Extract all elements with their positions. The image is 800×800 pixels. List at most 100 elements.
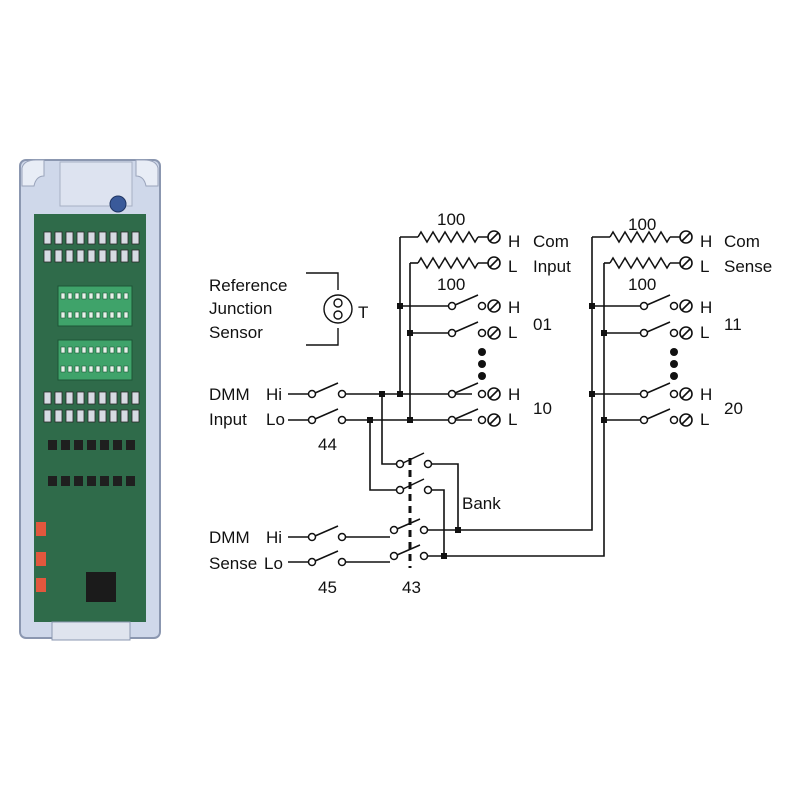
relay-row-3-relay-4 [87,391,96,405]
bank2-ch11-l-switch-contact-a [639,328,649,338]
terminal-lower-row-b-pin-0 [60,365,66,373]
smd-component-11 [100,476,109,486]
relay-45-label: 45 [318,578,337,597]
module-top-clip-left [21,159,45,187]
bank1-ch01-h-terminal-slash [489,301,499,311]
relay-44-lo-contact-b [337,415,347,425]
smd-component-7 [48,476,57,486]
relay-45-hi-contact-b [337,532,347,542]
bank1-ch01-h-switch-contact-a [447,301,457,311]
bank2-res-h-value: 100 [628,215,656,234]
relay-44-lo-contact-a [307,415,317,425]
relay-row-2-relay-2 [65,249,74,263]
bank2-ch11-l-switch-contact-b [669,328,679,338]
junction-b1-l-01 [407,330,413,336]
bank2-ch20-h: H [700,385,712,404]
relay-row-3-relay-6 [109,391,118,405]
bank1-ch01-l-switch-blade [454,321,479,333]
hi-to-bank-relay [381,394,398,465]
relay-row-2-relay-0 [43,249,52,263]
relay-row-2-relay-5 [98,249,107,263]
bank2-ellipsis-dot-3 [670,372,678,380]
bank1-ch01-l-switch-contact-a [447,328,457,338]
relay-row-4-relay-7 [120,409,129,423]
smd-component-1 [61,440,70,450]
channel-11-label: 11 [724,315,742,334]
terminal-upper-row-a-pin-9 [123,292,129,300]
smd-component-5 [113,440,122,450]
relay-row-1-relay-1 [54,231,63,245]
terminal-lower-row-a-pin-7 [109,346,115,354]
relay-row-3-relay-2 [65,391,74,405]
relay-row-4-relay-8 [131,409,140,423]
sensor-inner-circle-icon-2 [333,310,343,320]
bank1-ellipsis-dot-3 [478,372,486,380]
terminal-lower-row-b-pin-4 [88,365,94,373]
junction-bank-hi [455,527,461,533]
terminal-upper-row-b-pin-1 [67,311,73,319]
terminal-lower-row-b-pin-2 [74,365,80,373]
bank2-com-l: L [700,257,709,276]
bank2-ch20-l-switch-contact-b [669,415,679,425]
bank2-lo-feed [444,263,605,557]
junction-hi-bank [379,391,385,397]
bank1-ch01-l-terminal-slash [489,328,499,338]
relay-43-lo-blade [396,544,421,556]
smd-component-6 [126,440,135,450]
relay-43-lo-contact-a [389,551,399,561]
relay-row-4-relay-3 [76,409,85,423]
sensor-bracket [306,272,339,346]
bank2-ch11-h-switch-blade [646,294,671,306]
bank2-ch11-h-switch-contact-b [669,301,679,311]
terminal-upper-row-b-pin-7 [109,311,115,319]
terminal-lower-row-b-pin-3 [81,365,87,373]
bank2-ch11-h: H [700,298,712,317]
relay-row-3-relay-8 [131,391,140,405]
bank2-ch20-h-terminal-slash [681,389,691,399]
module-photo [19,159,161,641]
relay-row-3-relay-7 [120,391,129,405]
terminal-lower-row-b-pin-8 [116,365,122,373]
dmm-sense-lo-label: Lo [264,554,283,573]
junction-b2-l-11 [601,330,607,336]
bank2-ch20-l: L [700,410,709,429]
bank2-ch11-l-switch-blade [646,321,671,333]
relay-row-1-relay-3 [76,231,85,245]
junction-b2-l-20 [601,417,607,423]
bank-relay-hi-blade [402,452,425,464]
relay-44-lo-blade [314,408,339,420]
led-red-1 [36,522,46,536]
bank1-ch10-h-terminal-slash [489,389,499,399]
terminal-lower-row-a-pin-3 [81,346,87,354]
smd-component-3 [87,440,96,450]
relay-43-hi-contact-a [389,525,399,535]
bank1-ellipsis-dot-1 [478,348,486,356]
terminal-upper-row-a-pin-5 [95,292,101,300]
relay-row-4-relay-1 [54,409,63,423]
smd-component-2 [74,440,83,450]
relay-row-1-relay-5 [98,231,107,245]
bank1-res-h-value: 100 [437,210,465,229]
bank1-ch10-l-terminal-slash [489,415,499,425]
relay-row-2-relay-1 [54,249,63,263]
relay-45-lo-contact-b [337,557,347,567]
bank2-ellipsis-dot-1 [670,348,678,356]
relay-row-3-relay-3 [76,391,85,405]
terminal-upper-row-a-pin-8 [116,292,122,300]
junction-lo-bank [367,417,373,423]
bank1-com-h: H [508,232,520,251]
dmm-sense-hi-label: Hi [266,528,282,547]
bank-relay-top-out [420,463,459,531]
relay-row-1-relay-6 [109,231,118,245]
bank-relay-hi-contact-a [395,459,405,469]
terminal-lower-row-b-pin-7 [109,365,115,373]
terminal-lower-row-b-pin-5 [95,365,101,373]
relay-43-hi-blade [396,518,421,530]
junction-b1-h-01 [397,303,403,309]
bank1-com-h-resistor [417,230,479,244]
relay-rows [43,231,140,486]
junction-b1-h-10 [397,391,403,397]
bank2-ch20-l-switch-blade [646,408,671,420]
bank2-res-l-value: 100 [628,275,656,294]
terminal-lower-row-a-pin-5 [95,346,101,354]
